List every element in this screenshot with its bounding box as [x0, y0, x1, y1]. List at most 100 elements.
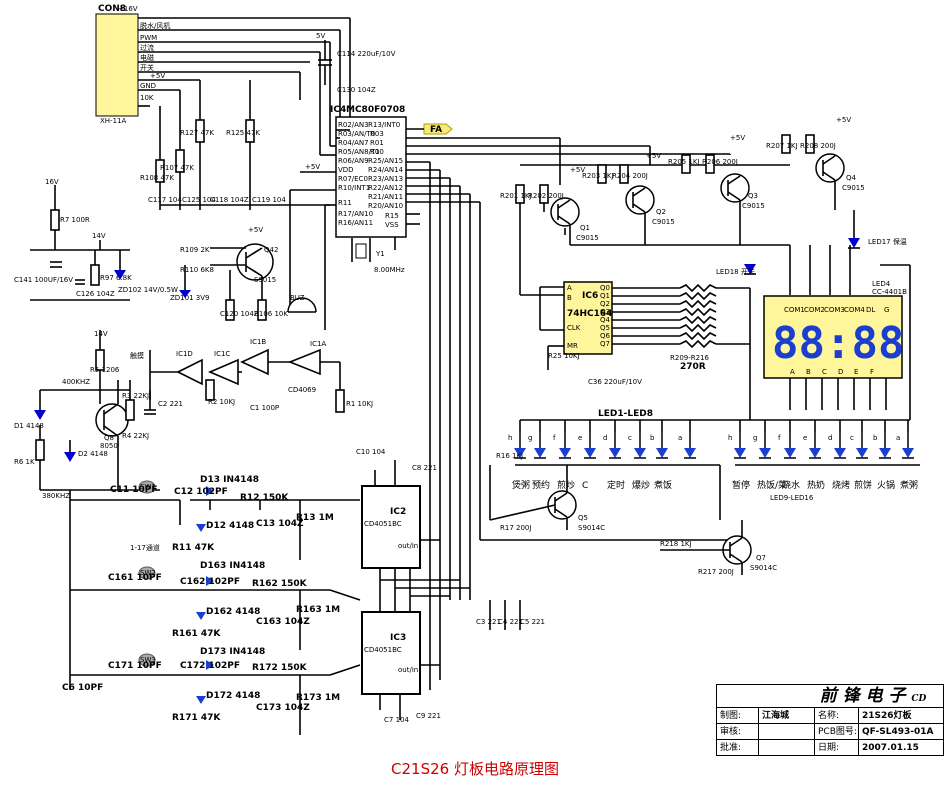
r108-label: R108 47K — [140, 174, 174, 182]
ic6-pin-b: B — [567, 294, 572, 302]
pcb-value: QF-SL493-01A — [862, 727, 934, 737]
mcu-ic4: IC4 MC80F0708 R02/AN3 R03/AN/T0 R04/AN7 … — [289, 105, 740, 690]
mcu-lpin-2: R03/AN/T0 — [338, 130, 375, 138]
right-label-2: 热饭/菜 — [757, 479, 787, 491]
q3-part: C9015 — [742, 202, 765, 210]
title-block: 前 锋 电 子 CD 制图: 江海城 名称: 21S26灯板 审核: PCB图号… — [716, 684, 944, 756]
q1-5v: +5V — [570, 166, 585, 174]
left-seg-1: h — [508, 434, 512, 442]
c173-label: C173 104Z — [256, 703, 310, 713]
q42-part: S9015 — [254, 276, 276, 284]
company-name: 前 锋 电 子 CD — [803, 685, 943, 707]
fa-label: FA — [430, 125, 442, 135]
r162-label: R162 150K — [252, 579, 308, 589]
left-seg-6: c — [628, 434, 632, 442]
seg-c: C — [822, 368, 827, 376]
q2-part: C9015 — [652, 218, 675, 226]
mcu-rpin-2: R03 — [370, 130, 384, 138]
left-seg-7: b — [650, 434, 655, 442]
r13-label: R13 1M — [296, 513, 334, 523]
title-row-1: 制图: 江海城 名称: 21S26灯板 — [717, 707, 943, 724]
ic6-q3: Q3 — [600, 308, 610, 316]
crystal-freq: 8.00MHz — [374, 266, 405, 274]
drive-q8: 14V R5 1206 400KHZ R3 22KJ C2 221 R4 22K… — [14, 330, 183, 690]
r25-label: R25 10KJ — [548, 352, 580, 360]
shift-register-ic6: IC6 A B 74HC164 CLK MR Q0 Q1 Q2 Q3 Q4 Q5… — [519, 225, 751, 420]
c13-label: C13 104Z — [256, 519, 304, 529]
r205-label: R205 1KJ — [668, 158, 700, 166]
crystal-ref: Y1 — [375, 250, 385, 258]
c3-label: C3 221 — [476, 618, 501, 626]
r17-label: R17 200J — [500, 524, 531, 532]
r208-label: R208 200J — [800, 142, 836, 150]
com4: COM4 — [844, 306, 865, 314]
r5-label: R5 1206 — [90, 366, 120, 374]
sw2-label: SW2 — [140, 569, 156, 577]
c162-label: C162 102PF — [180, 577, 240, 587]
date-value: 2007.01.15 — [862, 743, 919, 753]
analog-mux: IC2 CD4051BC IC3 CD4051BC out/in out/in … — [356, 448, 545, 724]
r11-label: R11 47K — [172, 543, 215, 553]
ic6-q5: Q5 — [600, 324, 610, 332]
r217-label: R217 200J — [698, 568, 734, 576]
lcd-display: 88:88 LED4 CC-4401B COM1 COM2 COM3 COM4 … — [763, 264, 911, 420]
left-led-5 — [609, 448, 621, 458]
com3: COM3 — [824, 306, 845, 314]
d173-label: D173 IN4148 — [200, 647, 265, 657]
left-label-3: 煎炒 — [557, 479, 575, 491]
check-value — [759, 724, 815, 740]
d13-label: D13 IN4148 — [200, 475, 259, 485]
c114-5v: 5V — [316, 32, 325, 40]
f380-label: 380KHZ — [42, 492, 70, 500]
r209-value: 270R — [680, 362, 706, 372]
r202-label: R202 200J — [528, 192, 564, 200]
connector-pin-8: GND — [140, 82, 156, 90]
c119-label: C119 104 — [252, 196, 286, 204]
crystal-y1: Y1 8.00MHz — [351, 238, 405, 274]
left-seg-8: a — [678, 434, 682, 442]
mcu-lpin-6: VDD — [338, 166, 354, 174]
seg-e: E — [854, 368, 858, 376]
q2-label: Q2 — [656, 208, 666, 216]
ic6-part: 74HC164 — [567, 309, 612, 319]
r6-label: R6 1K — [14, 458, 35, 466]
led17-label: LED17 保温 — [868, 237, 907, 246]
com1: COM1 — [784, 306, 805, 314]
seg-f: F — [870, 368, 874, 376]
right-label-4: 热奶 — [807, 479, 825, 491]
r206-label: R206 200J — [702, 158, 738, 166]
right-seg-8: a — [896, 434, 900, 442]
approve-value — [759, 740, 815, 756]
drawn-value: 江海城 — [759, 708, 815, 724]
left-seg-2: g — [528, 434, 532, 442]
c5-label: C5 221 — [520, 618, 545, 626]
c2-label: C2 221 — [158, 400, 183, 408]
connector-pin-9: 10K — [140, 94, 154, 102]
c6-label: C6 10PF — [62, 683, 103, 693]
r4-label: R4 22KJ — [122, 432, 149, 440]
mcu-rpin-10: R20/AN10 — [368, 202, 403, 210]
r12-label: R12 150K — [240, 493, 289, 503]
right-seg-5: d — [828, 434, 832, 442]
right-label-5: 烧烤 — [832, 479, 850, 491]
r209-label: R209-R216 — [670, 354, 710, 362]
left-seg-3: f — [553, 434, 556, 442]
leds-left-title: LED1-LED8 — [598, 409, 653, 419]
c36-label: C36 220uF/10V — [588, 378, 642, 386]
com2: COM2 — [804, 306, 825, 314]
mcu-rpin-4: R00 — [370, 148, 384, 156]
led-drivers: R16 1KJ R17 200J Q5 S9014C R218 1KJ R217… — [489, 452, 777, 576]
ic1a-label: IC1A — [310, 340, 326, 348]
cd4069-label: CD4069 — [288, 386, 316, 394]
left-led-1 — [514, 448, 526, 458]
c118-label: C118 104Z — [210, 196, 249, 204]
company-text: 前 锋 电 子 — [819, 686, 906, 706]
d1-label: D1 4148 — [14, 422, 44, 430]
right-seg-4: e — [803, 434, 807, 442]
r97-label: R97 6.8K — [100, 274, 132, 282]
ic1c-label: IC1C — [214, 350, 230, 358]
leds-right-title: LED9-LED16 — [770, 494, 814, 502]
connector-pin-3: PWM — [140, 34, 157, 42]
connector-pin-4: 过流 — [140, 43, 154, 52]
connector-name: CON8 — [98, 4, 126, 14]
